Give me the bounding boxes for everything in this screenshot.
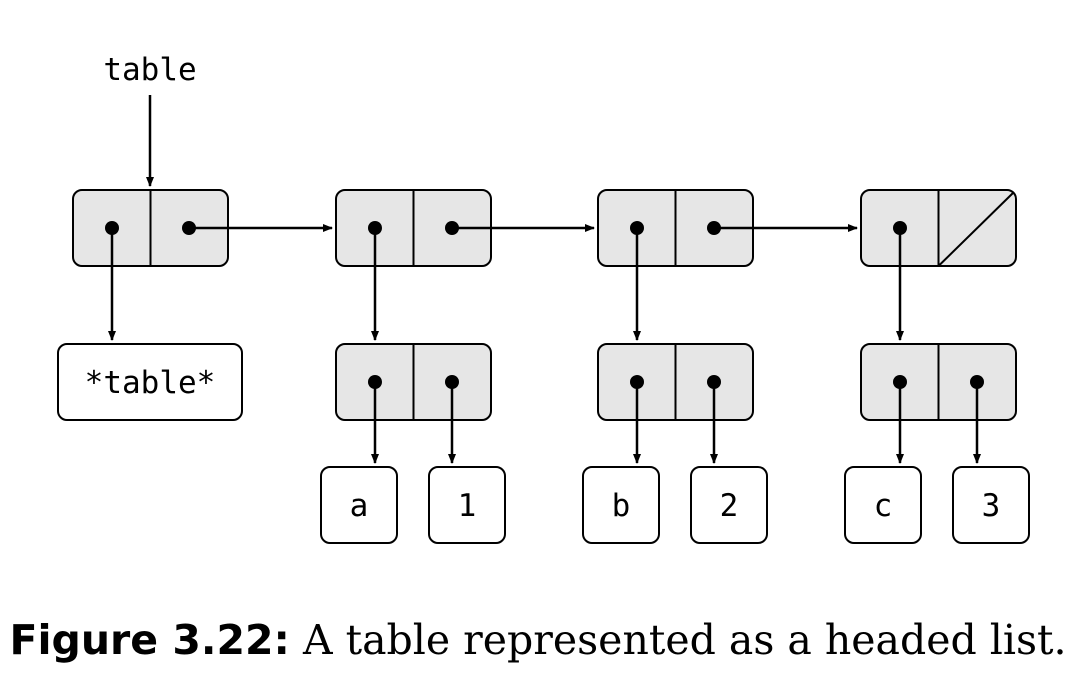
header-symbol-box — [57, 343, 243, 421]
figure-caption-text: A table represented as a headed list. — [289, 616, 1067, 664]
headed-list-diagram: table *table* — [57, 52, 1030, 544]
record-key: c — [874, 488, 893, 524]
header-symbol-text: *table* — [85, 365, 216, 401]
value-box-3 — [952, 466, 1030, 544]
table-pointer-label: table — [103, 52, 196, 88]
record-value: 2 — [720, 488, 739, 524]
value-box-2 — [690, 466, 768, 544]
record-pair-1 — [335, 343, 492, 421]
record-pair-2 — [597, 343, 754, 421]
key-box-c — [844, 466, 922, 544]
record-key: a — [350, 488, 369, 524]
record-key: b — [612, 488, 631, 524]
record-value: 3 — [982, 488, 1001, 524]
key-box-b — [582, 466, 660, 544]
record-pair-3 — [860, 343, 1017, 421]
figure-caption-label: Figure 3.22: — [9, 616, 290, 664]
record-value: 1 — [458, 488, 477, 524]
backbone-pair-3 — [860, 189, 1017, 267]
figure-caption: Figure 3.22: A table represented as a he… — [0, 616, 1076, 664]
nil-slash — [937, 191, 1015, 267]
key-box-a — [320, 466, 398, 544]
value-box-1 — [428, 466, 506, 544]
